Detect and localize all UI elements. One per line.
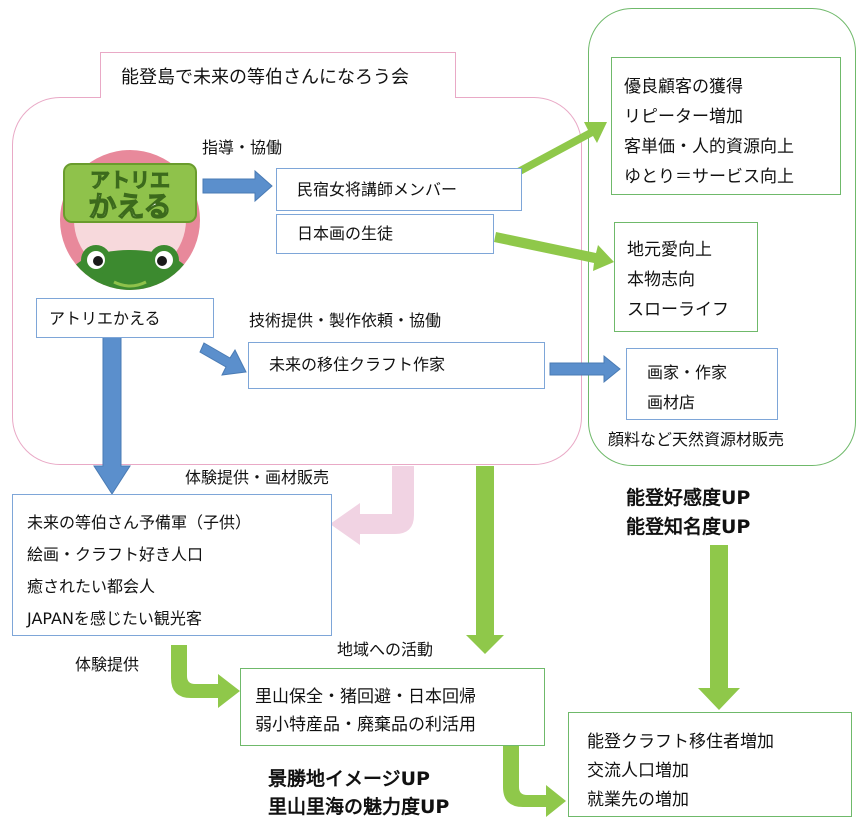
regional-activities-box: 里山保全・猪回避・日本回帰 弱小特産品・廃棄品の利活用	[240, 668, 545, 746]
scenic-slogan-line: 里山里海の魅力度UP	[268, 796, 450, 818]
experience-green-arrow	[171, 645, 240, 708]
market-region-outline	[588, 8, 856, 466]
outcome: 就業先の増加	[587, 790, 689, 810]
experience-down-arrow	[93, 336, 131, 495]
materials-arrow	[549, 354, 621, 384]
noto-slogan: 能登好感度UP 能登知名度UP	[626, 484, 750, 542]
customer-gain: 優良顧客の獲得	[624, 77, 743, 97]
regional-down-arrow	[466, 466, 504, 654]
audience-item: JAPANを感じたい観光客	[27, 609, 202, 628]
students-box: 日本画の生徒	[276, 214, 494, 254]
audience-box: 未来の等伯さん予備軍（子供） 絵画・クラフト好き人口 癒されたい都会人 JAPA…	[12, 494, 332, 636]
customer-gain: 客単価・人的資源向上	[624, 137, 794, 157]
local-value: 地元愛向上	[627, 240, 712, 260]
innkeeper-members-box: 民宿女将講師メンバー	[276, 168, 522, 211]
artists-shop-box: 画家・作家 画材店	[626, 348, 778, 420]
noto-slogan-line: 能登知名度UP	[626, 516, 751, 538]
outcomes-box: 能登クラフト移住者増加 交流人口増加 就業先の増加	[568, 712, 852, 817]
regional-activity: 弱小特産品・廃棄品の利活用	[255, 715, 476, 735]
local-value: 本物志向	[627, 270, 695, 290]
logo-line2: かえる	[88, 190, 171, 223]
audience-item: 絵画・クラフト好き人口	[27, 545, 204, 564]
natural-materials-label: 顔料など天然資源材販売	[608, 430, 785, 449]
outcome-arrow	[503, 745, 566, 817]
experience-sales-label: 体験提供・画材販売	[185, 468, 330, 487]
customer-gain: リピーター増加	[624, 107, 743, 127]
scenic-slogan: 景勝地イメージUP 里山里海の魅力度UP	[268, 765, 449, 821]
atelier-label-box: アトリエかえる	[36, 298, 214, 338]
scenic-slogan-line: 景勝地イメージUP	[268, 768, 430, 790]
customer-gains-box: 優良顧客の獲得 リピーター増加 客単価・人的資源向上 ゆとり＝サービス向上	[611, 57, 841, 195]
logo-line1: アトリエ	[90, 168, 170, 192]
customer-gain-arrow	[510, 122, 607, 178]
noto-down-arrow	[698, 545, 740, 710]
noto-slogan-line: 能登好感度UP	[626, 487, 751, 509]
local-value: スローライフ	[627, 300, 729, 320]
artists-shop-item: 画材店	[647, 393, 696, 412]
regional-activity: 里山保全・猪回避・日本回帰	[255, 687, 476, 707]
tech-label: 技術提供・製作依頼・協働	[249, 311, 442, 330]
artists-shop-item: 画家・作家	[647, 363, 728, 382]
outcome: 交流人口増加	[587, 761, 689, 781]
guidance-label: 指導・協働	[202, 138, 283, 157]
customer-gain: ゆとり＝サービス向上	[624, 167, 794, 187]
regional-label: 地域への活動	[337, 640, 434, 659]
audience-item: 癒されたい都会人	[27, 577, 156, 596]
experience-label: 体験提供	[75, 655, 140, 674]
atelier-kaeru-logo: アトリエ かえる	[44, 142, 216, 297]
local-value-arrow	[494, 232, 614, 271]
guidance-arrow	[202, 169, 273, 203]
craft-artists-box: 未来の移住クラフト作家	[248, 342, 545, 389]
org-title: 能登島で未来の等伯さんになろう会	[100, 52, 456, 98]
local-values-box: 地元愛向上 本物志向 スローライフ	[614, 222, 758, 332]
tech-arrow	[199, 342, 247, 376]
outcome: 能登クラフト移住者増加	[587, 732, 774, 752]
sales-return-arrow	[330, 466, 414, 545]
audience-item: 未来の等伯さん予備軍（子供）	[27, 513, 252, 532]
